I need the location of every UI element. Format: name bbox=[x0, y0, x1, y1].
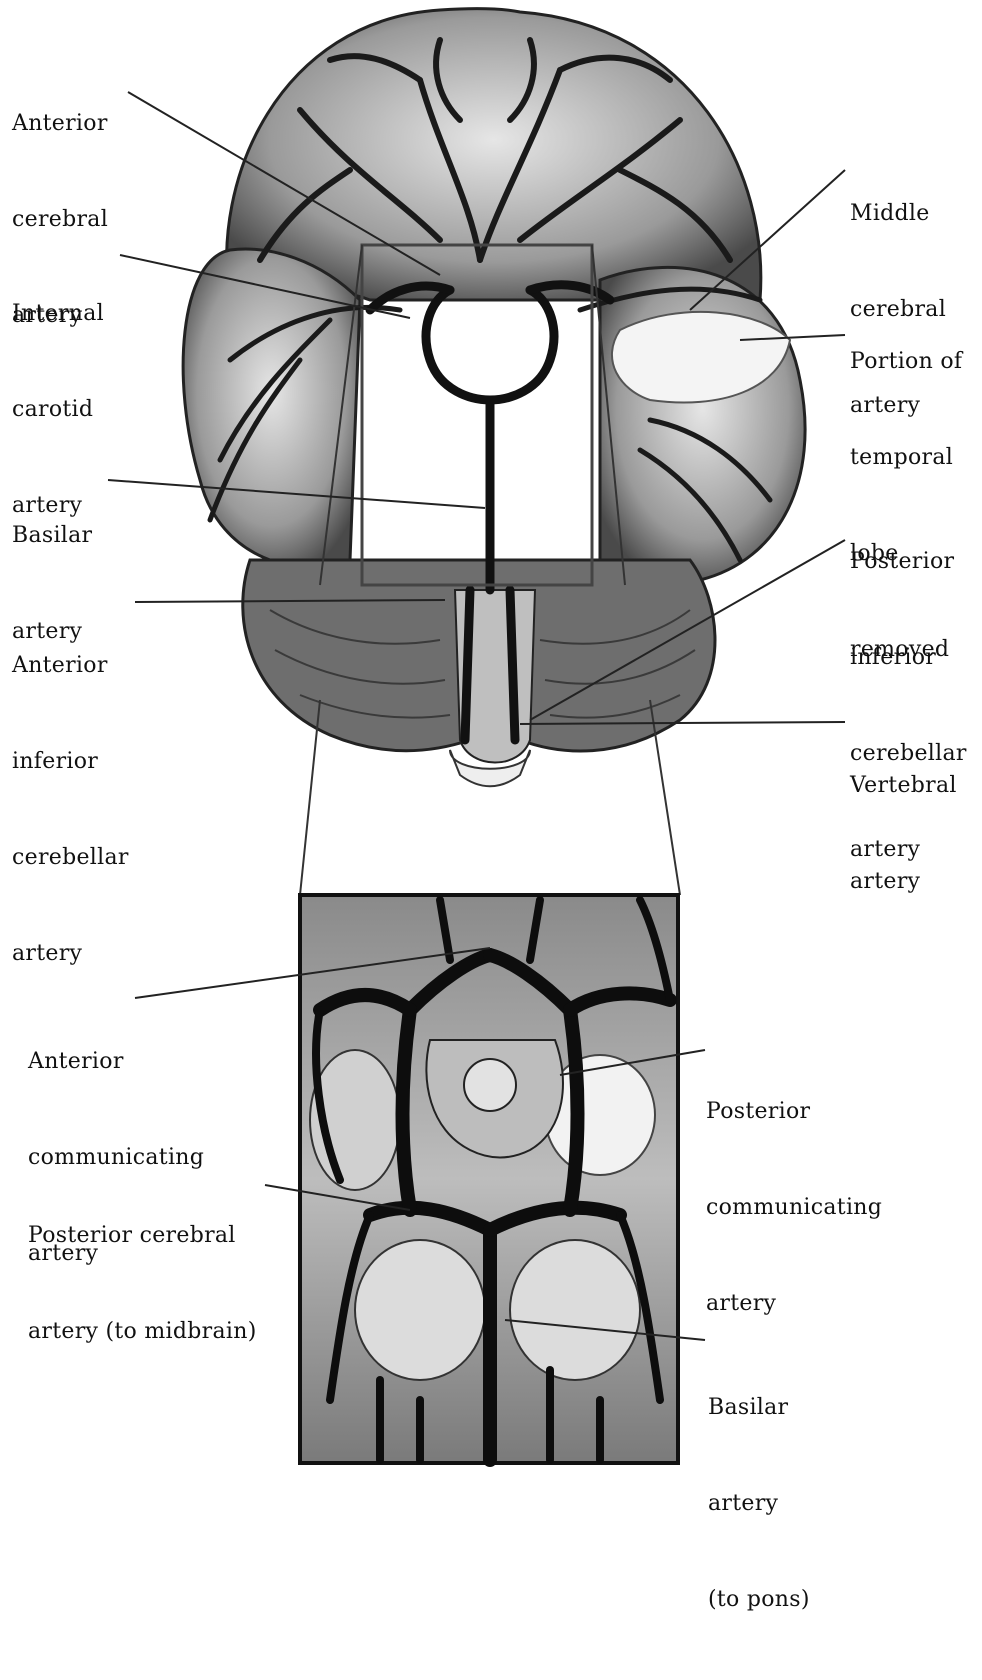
label-line: Basilar bbox=[708, 1392, 810, 1424]
label-line: artery bbox=[706, 1288, 882, 1320]
label-line: inferior bbox=[850, 642, 967, 674]
label-line: Basilar bbox=[12, 520, 92, 552]
label-line: Portion of bbox=[850, 346, 962, 378]
label-line: carotid bbox=[12, 394, 104, 426]
label-line: Posterior cerebral bbox=[28, 1220, 257, 1252]
label-line: cerebral bbox=[12, 204, 108, 236]
label-line: Anterior bbox=[12, 108, 108, 140]
label-posterior-cerebral-artery: Posterior cerebral artery (to midbrain) bbox=[28, 1156, 257, 1412]
label-line: Anterior bbox=[12, 650, 129, 682]
label-line: artery bbox=[850, 866, 957, 898]
label-line: Middle bbox=[850, 198, 946, 230]
label-line: cerebellar bbox=[12, 842, 129, 874]
inset-pons-right bbox=[510, 1240, 640, 1380]
brain-arteries-diagram: Anterior cerebral artery Internal caroti… bbox=[0, 0, 982, 1467]
label-line: Vertebral bbox=[850, 770, 957, 802]
inset-pons-left bbox=[355, 1240, 485, 1380]
label-line: artery bbox=[12, 938, 129, 970]
label-line: Internal bbox=[12, 298, 104, 330]
inset-mammillary bbox=[464, 1059, 516, 1111]
label-line: Posterior bbox=[706, 1096, 882, 1128]
label-line: inferior bbox=[12, 746, 129, 778]
label-basilar-artery-to-pons: Basilar artery (to pons) bbox=[708, 1328, 810, 1680]
frontal-lobes bbox=[227, 9, 761, 300]
label-line: (to pons) bbox=[708, 1584, 810, 1616]
label-vertebral-artery: Vertebral artery bbox=[850, 706, 957, 962]
label-line: communicating bbox=[706, 1192, 882, 1224]
label-line: artery (to midbrain) bbox=[28, 1316, 257, 1348]
label-line: Anterior bbox=[28, 1046, 204, 1078]
label-anterior-inferior-cerebellar-artery: Anterior inferior cerebellar artery bbox=[12, 586, 129, 1034]
label-line: artery bbox=[708, 1488, 810, 1520]
label-line: temporal bbox=[850, 442, 962, 474]
inset-enlarged-view bbox=[300, 895, 678, 1463]
label-line: Posterior bbox=[850, 546, 967, 578]
brain-inferior-view bbox=[183, 9, 805, 787]
